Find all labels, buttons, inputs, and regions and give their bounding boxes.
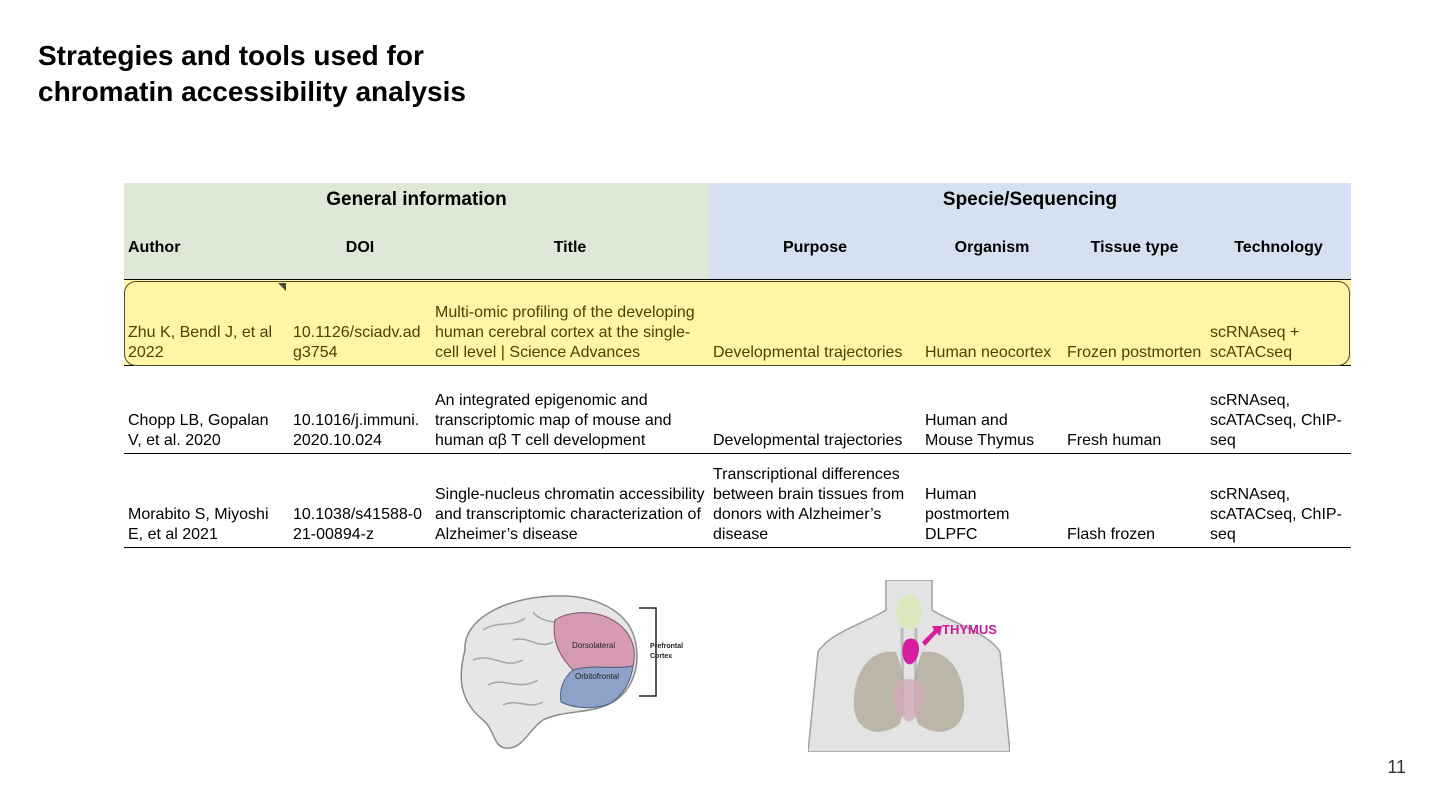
- column-header-organism: Organism: [921, 217, 1063, 280]
- dorsolateral-label: Dorsolateral: [572, 641, 615, 650]
- brain-gyri-lines: [472, 611, 566, 706]
- cell-title: Single-nucleus chromatin accessibility a…: [435, 486, 705, 543]
- thymus-label: THYMUS: [942, 622, 997, 637]
- cell-organism: Human and Mouse Thymus: [925, 412, 1035, 449]
- table-row-highlighted[interactable]: Zhu K, Bendl J, et al 2022 10.1126/sciad…: [124, 279, 1352, 366]
- cell-purpose: Developmental trajectories: [709, 279, 921, 366]
- orbitofrontal-label: Orbitofrontal: [575, 672, 619, 681]
- heart-shape: [893, 679, 925, 722]
- cell-doi: 10.1016/j.immuni.2020.10.024: [293, 412, 420, 449]
- column-header-title: Title: [431, 217, 709, 280]
- group-header-general: General information: [124, 183, 709, 217]
- cell-title: An integrated epigenomic and transcripto…: [435, 392, 672, 449]
- studies-table-container: General information Specie/Sequencing Au…: [124, 183, 1352, 548]
- cell-purpose: Developmental trajectories: [713, 432, 903, 449]
- prefrontal-bracket: [639, 607, 657, 697]
- cell-technology: scRNAseq, scATACseq, ChIP-seq: [1210, 486, 1342, 543]
- column-header-author: Author: [124, 217, 289, 280]
- right-lung: [913, 651, 965, 732]
- studies-table: General information Specie/Sequencing Au…: [124, 183, 1352, 548]
- column-header-tissue-type: Tissue type: [1063, 217, 1206, 280]
- prefrontal-label-line1: Prefrontal: [650, 643, 683, 650]
- table-row: Morabito S, Miyoshi E, et al 2021 10.103…: [124, 454, 1352, 548]
- prefrontal-label-line2: Cortex: [650, 653, 672, 660]
- cell-tissue-type: Flash frozen: [1067, 526, 1156, 543]
- thymus-anatomy-figure: THYMUS: [808, 580, 1010, 752]
- column-header-technology: Technology: [1206, 217, 1352, 280]
- page-number: 11: [1387, 757, 1406, 777]
- cell-title: Multi-omic profiling of the developing h…: [431, 279, 709, 366]
- slide-title: Strategies and tools used for chromatin …: [38, 40, 466, 107]
- thyroid-shape: [896, 594, 922, 630]
- group-header-species: Specie/Sequencing: [709, 183, 1352, 217]
- cell-technology: scRNAseq + scATACseq: [1206, 279, 1352, 366]
- cell-doi: 10.1038/s41588-021-00894-z: [293, 506, 422, 543]
- cell-author: Zhu K, Bendl J, et al 2022: [124, 279, 289, 366]
- cell-organism: Human neocortex: [921, 279, 1063, 366]
- cell-author: Morabito S, Miyoshi E, et al 2021: [128, 506, 269, 543]
- table-row: Chopp LB, Gopalan V, et al. 2020 10.1016…: [124, 366, 1352, 454]
- cell-purpose: Transcriptional differences between brai…: [713, 466, 905, 543]
- cell-author: Chopp LB, Gopalan V, et al. 2020: [128, 412, 269, 449]
- cell-organism: Human postmortem DLPFC: [925, 486, 1010, 543]
- cell-tissue-type: Frozen postmorten: [1063, 279, 1206, 366]
- cell-doi: 10.1126/sciadv.adg3754: [289, 279, 431, 366]
- orbitofrontal-region: [560, 665, 634, 709]
- comment-marker-icon[interactable]: [278, 283, 286, 291]
- left-lung: [853, 651, 905, 732]
- brain-prefrontal-figure: Dorsolateral Orbitofrontal Prefrontal Co…: [460, 595, 683, 749]
- column-header-purpose: Purpose: [709, 217, 921, 280]
- thymus-arrow-icon: [922, 626, 942, 646]
- thymus-organ: [902, 638, 920, 665]
- cell-technology: scRNAseq, scATACseq, ChIP-seq: [1210, 392, 1342, 449]
- column-header-doi: DOI: [289, 217, 431, 280]
- cell-tissue-type: Fresh human: [1067, 432, 1162, 449]
